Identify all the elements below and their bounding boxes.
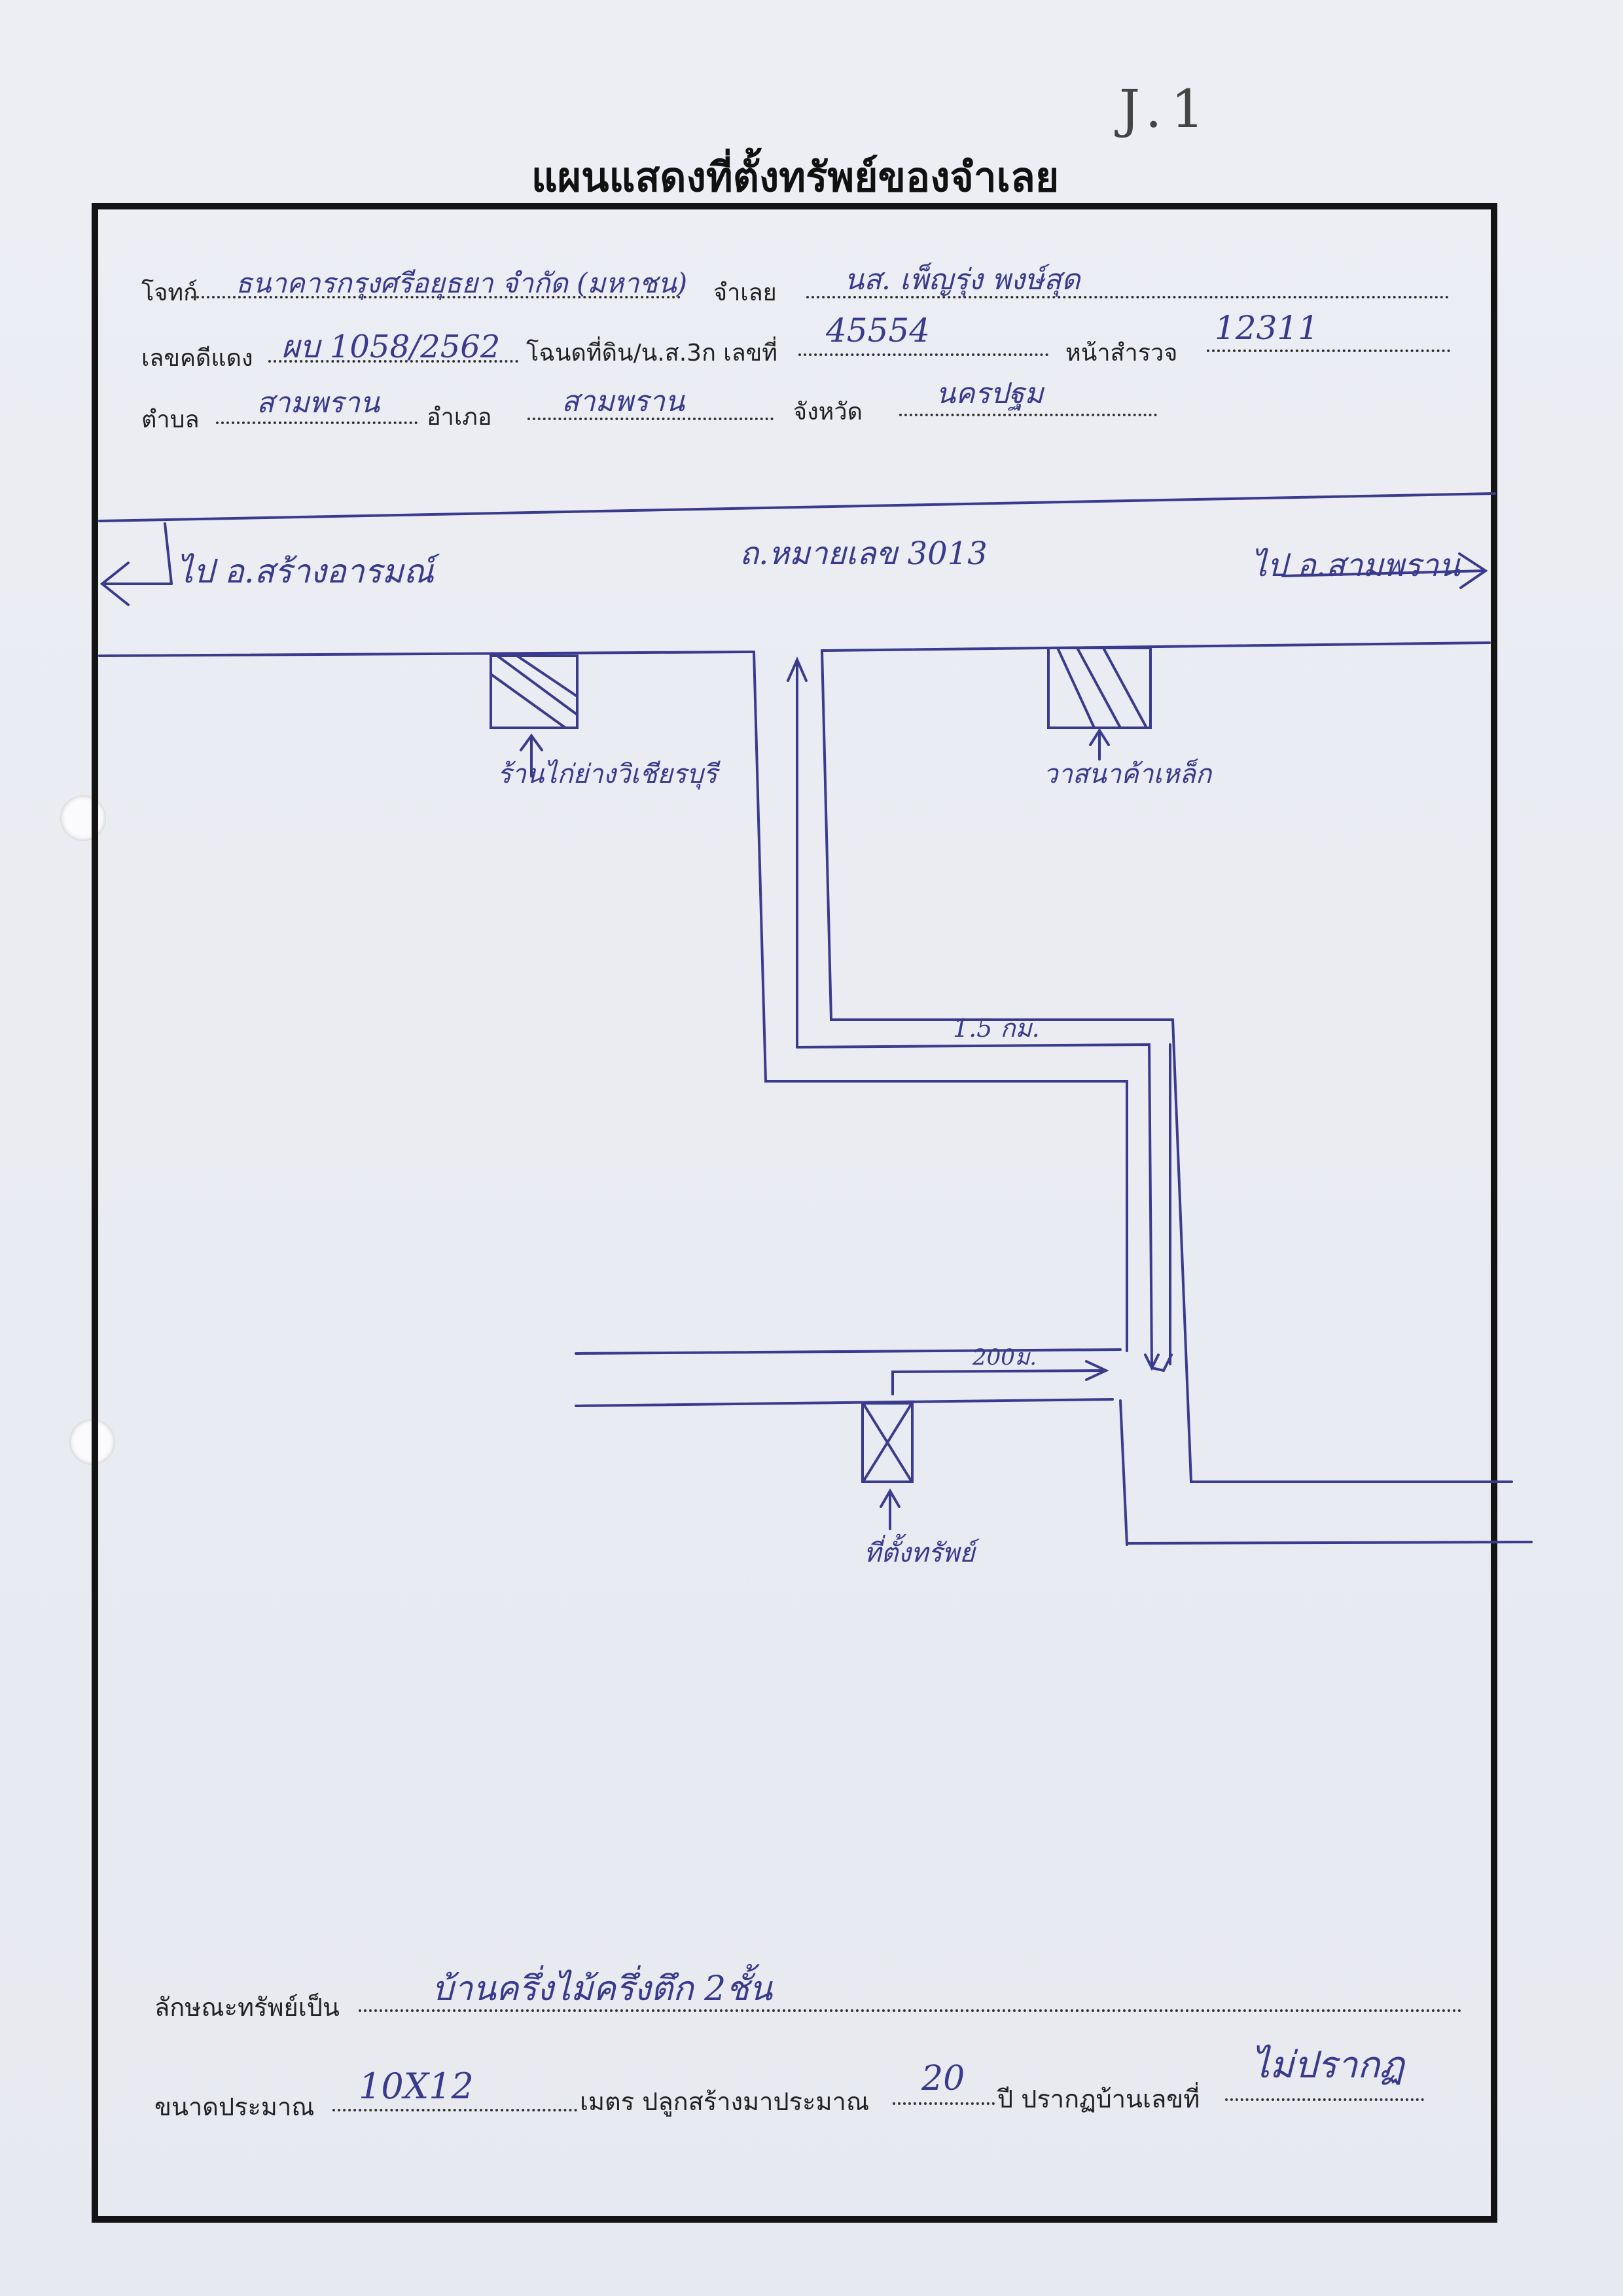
soi-inner-edge: [821, 649, 1513, 1483]
branch-road-bottom-edge: [575, 1398, 1114, 1407]
distance-soi-label: 1.5 กม.: [953, 1014, 1040, 1043]
defendant-line: [806, 296, 1449, 298]
punch-hole-top: [60, 795, 106, 841]
plaintiff-value: ธนาคารกรุงศรีอยุธยา จำกัด (มหาชน): [236, 267, 688, 299]
deed-value: 45554: [826, 312, 931, 350]
page-title: แผนแสดงที่ตั้งทรัพย์ของจำเลย: [531, 153, 1060, 201]
case-number-value: ผบ 1058/2562: [281, 329, 501, 365]
survey-page-line: [1207, 350, 1450, 352]
subdistrict-line: [216, 422, 418, 424]
meter-label: เมตร ปลูกสร้างมาประมาณ: [580, 2087, 870, 2116]
district-label: อำเภอ: [427, 404, 492, 431]
size-label: ขนาดประมาณ: [154, 2092, 315, 2121]
subdistrict-label: ตำบล: [141, 406, 200, 433]
years-value: 20: [921, 2059, 965, 2098]
defendant-value: นส. เพ็ญรุ่ง พงษ์สุด: [844, 263, 1080, 296]
survey-page-label: หน้าสำรวจ: [1065, 340, 1178, 367]
province-value: นครปฐม: [936, 377, 1044, 410]
left-arrow-tick: [164, 522, 173, 585]
district-line: [527, 418, 774, 420]
main-road-bottom-edge-right: [821, 641, 1491, 652]
district-value: สามพราน: [562, 385, 685, 418]
plaintiff-line: [191, 296, 681, 298]
deed-line: [798, 353, 1048, 356]
main-road-top-edge: [98, 492, 1496, 522]
house-number-value: ไม่ปรากฏ: [1251, 2044, 1404, 2087]
property-box: [861, 1402, 914, 1483]
house-number-line: [1225, 2098, 1424, 2101]
branch-road-top-edge: [575, 1348, 1122, 1355]
left-arrow-head: [99, 562, 130, 606]
landmark-left-label: ร้านไก่ย่างวิเชียรบุรี: [497, 759, 718, 789]
property-type-label: ลักษณะทรัพย์เป็น: [154, 1993, 340, 2022]
survey-page-value: 12311: [1215, 309, 1319, 347]
landmark-right-label: วาสนาค้าเหล็ก: [1043, 759, 1212, 789]
left-direction-label: ไป อ.สร้างอารมณ์: [177, 552, 434, 590]
form-frame: [92, 203, 1497, 2223]
deed-label: โฉนดที่ดิน/น.ส.3ก เลขที่: [526, 340, 778, 367]
size-value: 10X12: [359, 2066, 474, 2107]
year-label: ปี ปรากฏบ้านเลขที่: [997, 2085, 1200, 2113]
years-line: [893, 2102, 995, 2105]
defendant-label: จำเลย: [713, 279, 777, 306]
property-label: ที่ตั้งทรัพย์: [864, 1538, 975, 1568]
property-type-value: บ้านครึ่งไม้ครึ่งตึก 2ชั้น: [432, 1969, 773, 2009]
case-number-line: [268, 360, 518, 363]
landmark-right-box: [1047, 647, 1152, 729]
province-label: จังหวัด: [793, 399, 863, 425]
road-name-label: ถ.หมายเลข 3013: [740, 535, 988, 572]
soi-outer-edge: [753, 651, 1128, 1352]
property-type-line: [359, 2009, 1462, 2012]
subdistrict-value: สามพราน: [257, 386, 380, 420]
distance-branch-label: 200ม.: [972, 1344, 1037, 1371]
right-arrow-head: [1458, 552, 1488, 589]
plaintiff-label: โจทก์: [141, 279, 198, 306]
case-number-label: เลขคดีแดง: [141, 345, 253, 372]
province-line: [899, 414, 1157, 416]
size-line: [332, 2109, 577, 2111]
main-road-bottom-edge-left: [98, 651, 755, 657]
landmark-left-box: [490, 655, 579, 729]
right-arrow-shaft: [1281, 569, 1487, 577]
page-number: J.1: [1119, 79, 1214, 139]
right-direction-label: ไป อ.สามพราน: [1251, 547, 1461, 584]
